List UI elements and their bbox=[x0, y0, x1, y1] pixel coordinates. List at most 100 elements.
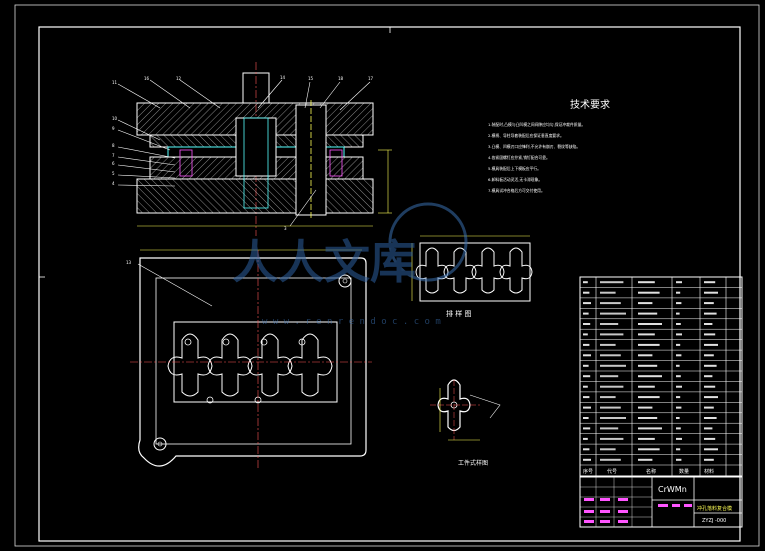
bom-header-name: 名称 bbox=[646, 468, 656, 475]
bom-cell-mark bbox=[704, 427, 713, 430]
bom-cell-mark bbox=[583, 323, 591, 325]
guide-hole-front bbox=[153, 437, 167, 451]
bom-cell-mark bbox=[704, 323, 713, 325]
svg-text:7: 7 bbox=[112, 153, 115, 158]
bom-cell-mark bbox=[638, 354, 653, 357]
inner-drawing-frame bbox=[38, 26, 741, 542]
lower-die-plate bbox=[136, 178, 374, 214]
bom-cell-mark bbox=[600, 427, 619, 430]
bom-cell-mark bbox=[676, 406, 682, 409]
bom-cell-mark bbox=[600, 291, 616, 294]
bom-cell-mark bbox=[638, 406, 653, 409]
bom-cell-mark bbox=[676, 302, 682, 305]
bom-cell-mark bbox=[600, 364, 626, 367]
bom-cell-mark bbox=[638, 291, 660, 294]
bom-cell-mark bbox=[583, 354, 591, 357]
bom-cell-mark bbox=[704, 302, 714, 305]
bom-cell-mark bbox=[676, 364, 680, 367]
bom-cell-mark bbox=[676, 354, 682, 357]
bom-cell-mark bbox=[638, 281, 655, 284]
bom-cell-mark bbox=[600, 281, 624, 284]
bom-cell-mark bbox=[704, 375, 713, 378]
bom-cell-mark bbox=[583, 281, 588, 284]
bom-cell-mark bbox=[583, 302, 591, 305]
svg-text:5: 5 bbox=[112, 171, 115, 176]
svg-text:3: 3 bbox=[284, 226, 287, 231]
bom-cell-mark bbox=[704, 333, 716, 336]
watermark: 人人文库 w w w . r e n r e n d o c . c o m bbox=[232, 202, 468, 327]
bom-cell-mark bbox=[583, 437, 588, 440]
bom-cell-mark bbox=[583, 343, 590, 346]
svg-text:2.模柄、导柱导套装配后应保证垂直度要求。: 2.模柄、导柱导套装配后应保证垂直度要求。 bbox=[488, 133, 564, 138]
outer-sheet-border bbox=[14, 4, 760, 547]
bom-header-code: 代号 bbox=[607, 468, 617, 475]
blank-shapes bbox=[167, 333, 333, 397]
bom-cell-mark bbox=[676, 312, 680, 315]
bom-cell-mark bbox=[600, 417, 626, 419]
bom-cell-mark bbox=[600, 312, 626, 315]
bom-cell-mark bbox=[704, 281, 716, 284]
svg-text:14: 14 bbox=[280, 75, 286, 80]
strip-layout-view: 排 样 图 bbox=[411, 235, 533, 318]
bom-cell-mark bbox=[583, 312, 589, 315]
bom-cell-mark bbox=[676, 343, 681, 346]
bom-column-lines bbox=[595, 277, 727, 476]
strip-outline bbox=[419, 242, 531, 302]
bom-cell-mark bbox=[638, 333, 655, 336]
bom-cell-mark bbox=[638, 417, 658, 419]
main-punch bbox=[235, 117, 277, 177]
guide-hole-rear bbox=[338, 274, 352, 288]
watermark-url-text: w w w . r e n r e n d o c . c o m bbox=[262, 317, 441, 327]
bom-cell-mark bbox=[638, 437, 655, 440]
svg-text:18: 18 bbox=[338, 76, 344, 81]
bom-cell-mark bbox=[676, 458, 682, 461]
bom-cell-mark bbox=[600, 354, 621, 357]
bom-table-frame bbox=[579, 276, 743, 477]
bom-cell-mark bbox=[704, 448, 718, 451]
bom-cell-mark bbox=[638, 375, 662, 378]
part-drawing-view: 工件式样图 bbox=[430, 379, 501, 467]
svg-text:12: 12 bbox=[176, 76, 182, 81]
title-block-drawing-name: 冲孔落料复合模 bbox=[697, 505, 732, 512]
bom-cell-mark bbox=[704, 354, 714, 357]
bom-cell-mark bbox=[638, 343, 660, 346]
bom-cell-mark bbox=[583, 375, 591, 378]
bom-cell-mark bbox=[704, 417, 717, 419]
bom-cell-mark bbox=[704, 437, 716, 440]
bom-cell-mark bbox=[638, 385, 655, 388]
bom-cell-mark bbox=[704, 312, 717, 315]
bom-cell-mark bbox=[583, 333, 588, 336]
bom-cell-mark bbox=[600, 448, 616, 451]
bom-cell-mark bbox=[600, 406, 621, 409]
strip-layout-label: 排 样 图 bbox=[446, 309, 471, 318]
bom-cell-mark bbox=[638, 396, 660, 399]
bom-cell-mark bbox=[600, 323, 619, 325]
bom-cell-mark bbox=[704, 385, 716, 388]
bom-cell-mark bbox=[638, 312, 658, 315]
bom-cell-mark bbox=[676, 448, 681, 451]
bom-cell-mark bbox=[676, 291, 681, 294]
tech-requirements-title: 技术要求 bbox=[570, 98, 610, 111]
bom-cell-mark bbox=[676, 396, 681, 399]
bom-cell-mark bbox=[676, 281, 682, 284]
bom-header-material: 材料 bbox=[704, 468, 714, 475]
svg-text:9: 9 bbox=[112, 126, 115, 131]
bom-cell-mark bbox=[676, 375, 681, 378]
bom-header-no: 序号 bbox=[583, 468, 593, 475]
bom-cell-mark bbox=[583, 458, 591, 461]
bom-cell-mark bbox=[600, 302, 621, 305]
bom-cell-mark bbox=[638, 458, 653, 461]
bom-cell-mark bbox=[676, 323, 681, 325]
bom-cell-mark bbox=[638, 364, 658, 367]
bom-cell-mark bbox=[704, 343, 718, 346]
watermark-main-text: 人人文库 bbox=[232, 235, 416, 289]
bom-cell-mark bbox=[676, 385, 682, 388]
bom-cell-mark bbox=[583, 417, 589, 419]
svg-text:15: 15 bbox=[308, 76, 314, 81]
die-block-outline bbox=[155, 277, 352, 445]
bom-cell-mark bbox=[638, 302, 653, 305]
svg-text:11: 11 bbox=[112, 80, 118, 85]
svg-text:3.凸模、凹模刃口应锋利,不允许有崩刃、裂纹等缺陷。: 3.凸模、凹模刃口应锋利,不允许有崩刃、裂纹等缺陷。 bbox=[488, 144, 580, 149]
